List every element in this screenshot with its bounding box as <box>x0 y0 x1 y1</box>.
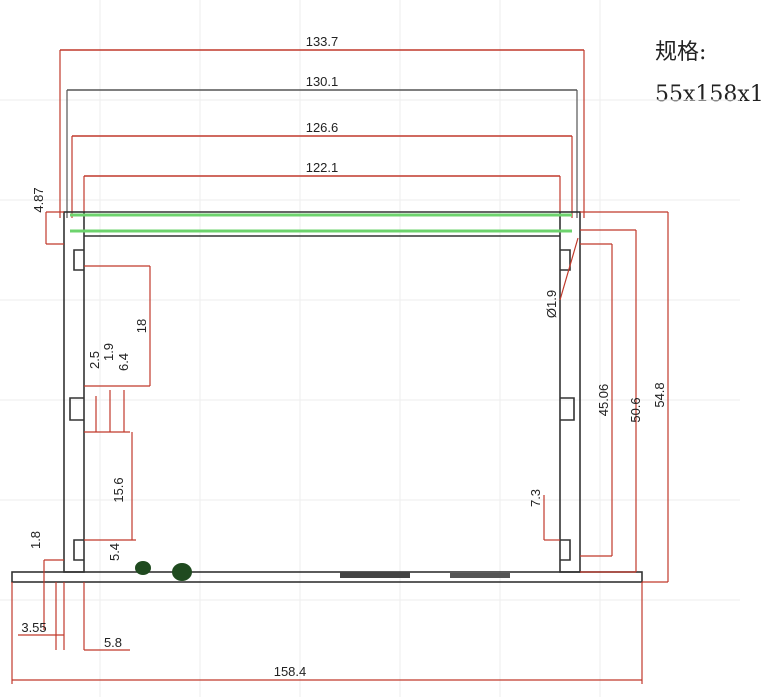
dim-1-8: 1.8 <box>28 531 43 549</box>
scan-marks <box>135 561 510 581</box>
dim-5-4: 5.4 <box>107 543 122 561</box>
dim-1-9: 1.9 <box>101 343 116 361</box>
left-dimension-lines <box>11 211 643 684</box>
top-dimension-lines <box>59 49 585 218</box>
dim-133-7: 133.7 <box>306 34 339 49</box>
dim-18: 18 <box>134 319 149 333</box>
spec-label: 规格: <box>655 40 707 65</box>
dim-126-6: 126.6 <box>306 120 339 135</box>
dimension-labels: 133.7 130.1 126.6 122.1 4.87 18 2.5 1.9 … <box>21 34 667 679</box>
dim-6-4: 6.4 <box>116 353 131 371</box>
right-dimension-lines <box>543 211 669 583</box>
background-grid <box>0 0 740 697</box>
spec-value: 55x158x1 <box>655 82 764 107</box>
dim-3-55: 3.55 <box>21 620 46 635</box>
dim-5-8: 5.8 <box>104 635 122 650</box>
dim-phi-1-9: Ø1.9 <box>544 290 559 318</box>
dim-130-1: 130.1 <box>306 74 339 89</box>
highlighted-panel <box>70 213 572 233</box>
dim-2-5: 2.5 <box>87 351 102 369</box>
dim-54-8: 54.8 <box>652 382 667 407</box>
dim-45-06: 45.06 <box>596 384 611 417</box>
profile-outline <box>11 211 643 583</box>
dim-122-1: 122.1 <box>306 160 339 175</box>
profile-drawing: 133.7 130.1 126.6 122.1 4.87 18 2.5 1.9 … <box>0 0 740 697</box>
dim-50-6: 50.6 <box>628 397 643 422</box>
dim-4-87: 4.87 <box>31 187 46 212</box>
dim-158-4: 158.4 <box>274 664 307 679</box>
dim-7-3: 7.3 <box>528 489 543 507</box>
dim-15-6: 15.6 <box>111 477 126 502</box>
